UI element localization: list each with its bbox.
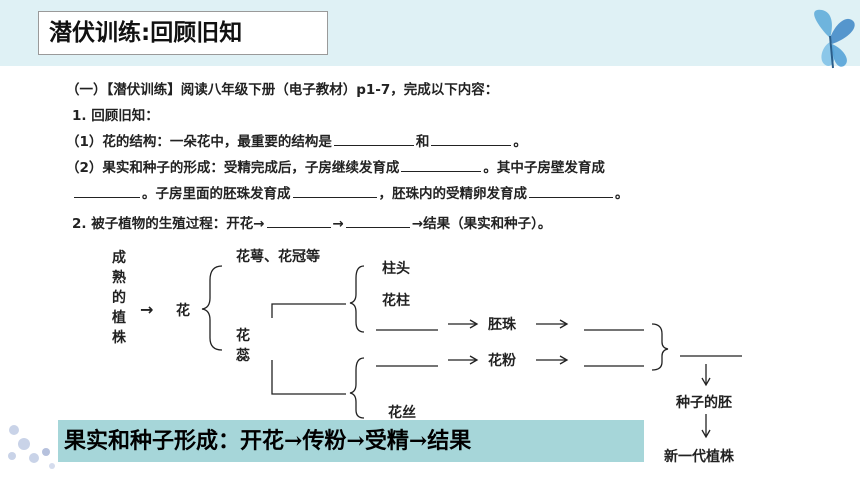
answer-blank[interactable]: [74, 185, 140, 198]
brace-right: [651, 323, 669, 371]
brace-flower: [201, 265, 223, 351]
arrow-to-flower: →: [140, 300, 154, 319]
slide-title: 潜伏训练:回顾旧知: [38, 11, 328, 55]
butterfly-icon: [814, 9, 855, 69]
stamen-pistil-label: 花蕊: [236, 328, 250, 364]
mature-plant-label: 成熟的植株: [112, 250, 126, 346]
answer-blank[interactable]: [529, 185, 613, 198]
answer-blank[interactable]: [431, 133, 512, 146]
sepals-petals-label: 花萼、花冠等: [236, 249, 320, 265]
item-2: 2. 被子植物的生殖过程：开花→→→结果（果实和种子）。: [72, 215, 552, 232]
flower-label: 花: [176, 303, 190, 319]
answer-blank[interactable]: [266, 215, 331, 228]
question-2-cont: 。子房里面的胚珠发育成，胚珠内的受精卵发育成。: [72, 182, 629, 202]
worksheet: （一）【潜伏训练】阅读八年级下册（电子教材）p1-7，完成以下内容： 1. 回顾…: [62, 66, 792, 464]
new-plant-label: 新一代植株: [664, 449, 734, 465]
brace-lower: [349, 357, 365, 419]
stamen-connector: [271, 303, 284, 395]
brace-upper: [349, 265, 365, 333]
answer-blank[interactable]: [401, 159, 482, 172]
answer-blank[interactable]: [292, 185, 377, 198]
question-1: （1）花的结构：一朵花中，最重要的结构是和。: [66, 133, 527, 150]
answer-blank[interactable]: [333, 133, 414, 146]
filament-label: 花丝: [388, 405, 416, 421]
bubbles-icon: [8, 425, 55, 469]
stigma-label: 柱头: [382, 261, 410, 277]
pollen-label: 花粉: [488, 353, 516, 369]
summary-banner: 果实和种子形成：开花→传粉→受精→结果: [58, 420, 644, 462]
ovule-label: 胚珠: [488, 317, 516, 333]
style-label: 花柱: [382, 293, 410, 309]
worksheet-heading: （一）【潜伏训练】阅读八年级下册（电子教材）p1-7，完成以下内容：: [66, 82, 499, 98]
embryo-label: 种子的胚: [676, 395, 732, 411]
item-1: 1. 回顾旧知：: [72, 108, 159, 124]
answer-blank[interactable]: [345, 215, 410, 228]
question-2: （2）果实和种子的形成：受精完成后，子房继续发育成。其中子房壁发育成: [66, 159, 605, 176]
